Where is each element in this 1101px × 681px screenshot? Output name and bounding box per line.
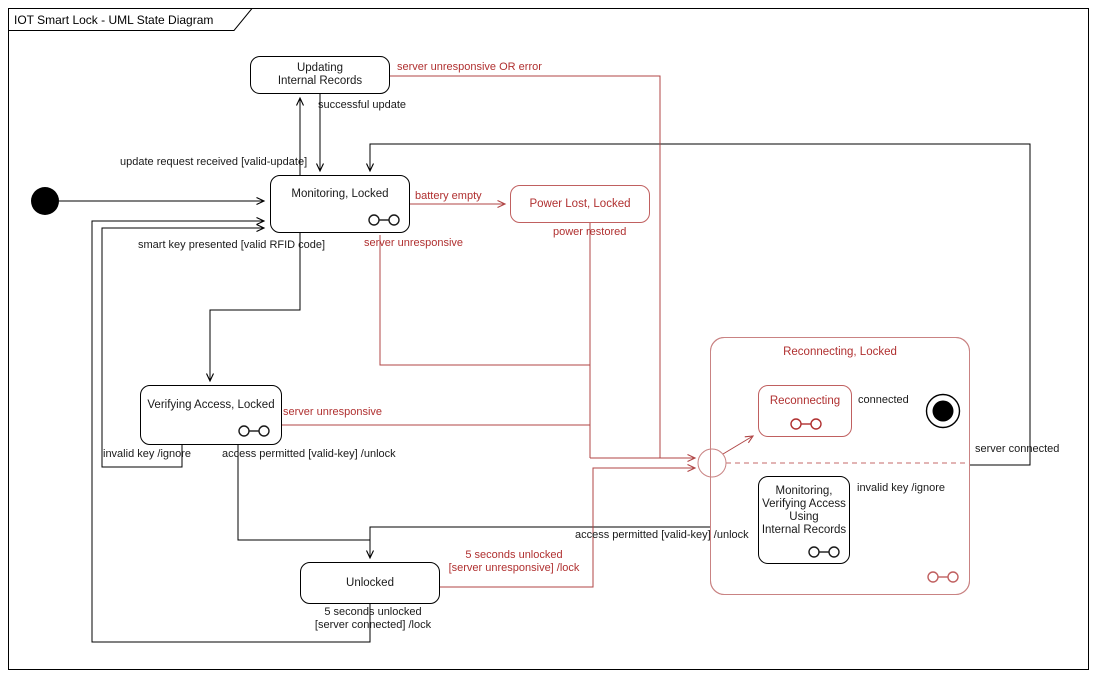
edge-invalid-key-return [101, 224, 266, 468]
state-verifying-access-locked: Verifying Access, Locked [140, 385, 282, 445]
edge-server-unresponsive-or-error [390, 75, 661, 458]
state-updating-internal-records: Updating Internal Records [250, 56, 390, 94]
label-connected: connected [858, 394, 909, 406]
edge-unlocked-return [91, 217, 371, 643]
state-name: Unlocked [346, 576, 394, 589]
state-name: Updating Internal Records [277, 62, 363, 87]
edge-server-connected [366, 143, 1031, 466]
submachine-icon [368, 214, 400, 226]
label-server-unresponsive-monitoring: server unresponsive [364, 237, 464, 249]
final-state-inner [932, 400, 954, 422]
submachine-icon [927, 571, 959, 583]
state-name: Monitoring, Verifying Access Using Inter… [761, 485, 847, 536]
label-battery-empty: battery empty [415, 190, 482, 202]
label-five-seconds-connected: 5 seconds unlocked [server connected] /l… [314, 606, 432, 631]
state-monitoring-locked: Monitoring, Locked [270, 175, 410, 233]
state-name: Power Lost, Locked [529, 197, 631, 210]
state-name: Reconnecting [769, 395, 841, 407]
uml-frame-tab [8, 8, 254, 31]
submachine-icon [238, 425, 270, 437]
edge-server-unresponsive-monitoring [379, 235, 590, 366]
label-update-request: update request received [valid-update] [120, 156, 308, 168]
edge-access-permitted-internal [369, 526, 758, 540]
edge-smart-key [206, 233, 301, 383]
label-server-unresponsive-or-error: server unresponsive OR error [397, 61, 542, 73]
state-reconnecting: Reconnecting [758, 385, 852, 437]
state-monitoring-verifying-internal: Monitoring, Verifying Access Using Inter… [758, 476, 850, 564]
state-power-lost-locked: Power Lost, Locked [510, 185, 650, 223]
label-server-connected: server connected [975, 443, 1060, 455]
label-server-unresponsive-verifying: server unresponsive [283, 406, 383, 418]
label-power-restored: power restored [553, 226, 627, 238]
entry-point-pseudostate [697, 448, 727, 478]
label-invalid-key-ignore-internal: invalid key /ignore [857, 482, 946, 494]
state-name: Monitoring, Locked [291, 188, 389, 200]
initial-state [31, 187, 59, 215]
edge-access-permitted [237, 445, 374, 560]
label-access-permitted-internal: access permitted [valid-key] /unlock [575, 529, 749, 541]
state-reconnecting-locked-name: Reconnecting, Locked [783, 346, 897, 358]
label-successful-update: successful update [318, 99, 407, 111]
submachine-icon [808, 546, 840, 558]
edge-entry-to-reconnecting [722, 435, 755, 455]
label-smart-key-presented: smart key presented [valid RFID code] [138, 239, 326, 251]
label-access-permitted: access permitted [valid-key] /unlock [222, 448, 396, 460]
edge-five-seconds-unresponsive [440, 464, 697, 588]
state-unlocked: Unlocked [300, 562, 440, 604]
label-five-seconds-unresponsive: 5 seconds unlocked [server unresponsive]… [448, 549, 580, 574]
submachine-icon [790, 418, 822, 430]
state-reconnecting-locked [710, 337, 970, 595]
label-invalid-key-ignore: invalid key /ignore [103, 448, 192, 460]
state-name: Verifying Access, Locked [147, 399, 275, 411]
diagram-title: IOT Smart Lock - UML State Diagram [14, 13, 214, 27]
